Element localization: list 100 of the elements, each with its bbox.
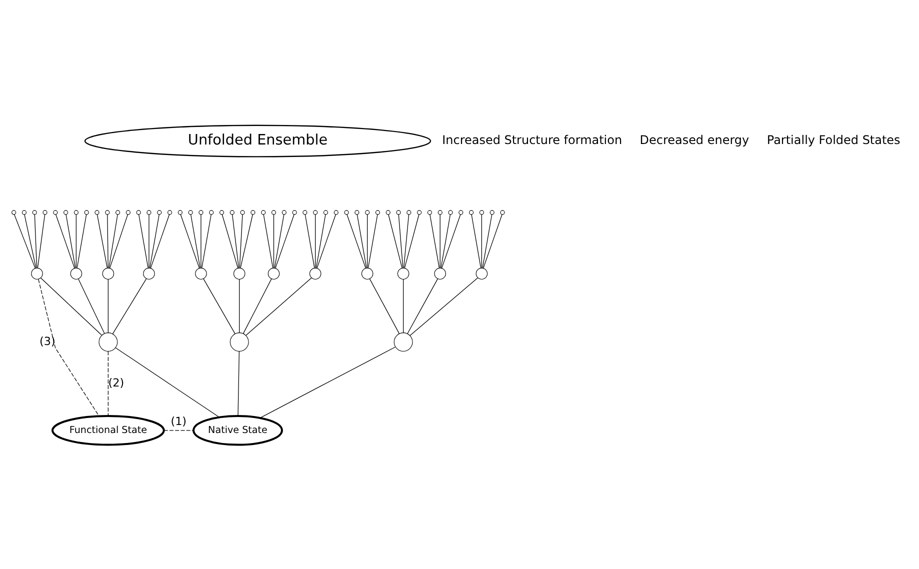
node-circle bbox=[282, 210, 286, 214]
connector bbox=[260, 346, 396, 418]
node-circle bbox=[219, 210, 224, 214]
node-circle bbox=[230, 210, 234, 214]
node-circle bbox=[64, 210, 68, 214]
node-circle bbox=[198, 210, 204, 214]
node-circle bbox=[313, 210, 318, 214]
connector bbox=[76, 214, 87, 268]
connector bbox=[109, 214, 128, 268]
node-circle bbox=[233, 267, 246, 280]
connector bbox=[315, 214, 316, 268]
node-circle bbox=[309, 267, 322, 280]
label: Decreased energy bbox=[640, 132, 750, 146]
label: Partially Folded States bbox=[766, 132, 900, 146]
connector bbox=[441, 214, 461, 268]
node-circle bbox=[143, 267, 155, 280]
connector bbox=[407, 278, 438, 334]
connector bbox=[242, 278, 272, 334]
node-circle bbox=[386, 210, 390, 214]
node-circle bbox=[394, 332, 413, 351]
node-circle bbox=[302, 210, 308, 214]
connector bbox=[483, 214, 502, 268]
connector bbox=[150, 214, 160, 268]
connector bbox=[304, 214, 315, 268]
connector bbox=[222, 214, 238, 268]
node-circle bbox=[490, 210, 494, 214]
node-circle bbox=[434, 267, 446, 280]
connector bbox=[108, 214, 118, 268]
connector bbox=[388, 214, 402, 268]
edge-label: (2) bbox=[108, 376, 124, 390]
connector bbox=[202, 214, 212, 268]
node-circle bbox=[116, 210, 120, 214]
connector bbox=[481, 214, 482, 268]
connector bbox=[112, 278, 147, 334]
node-circle bbox=[469, 210, 474, 214]
connector bbox=[138, 214, 148, 268]
connector bbox=[239, 278, 240, 333]
connector bbox=[263, 214, 274, 268]
node-circle bbox=[448, 210, 453, 214]
node-circle bbox=[344, 210, 349, 214]
node-circle bbox=[178, 210, 182, 214]
node-circle bbox=[195, 267, 207, 280]
node-circle bbox=[209, 210, 214, 214]
connector bbox=[78, 278, 105, 334]
connector bbox=[275, 214, 294, 268]
node-circle bbox=[32, 210, 37, 214]
node-circle bbox=[146, 210, 152, 214]
node-circle bbox=[168, 210, 172, 214]
node-ellipse: Native State bbox=[192, 414, 283, 446]
node-circle bbox=[53, 210, 58, 214]
connector bbox=[440, 214, 451, 268]
node-circle bbox=[70, 267, 82, 280]
connector bbox=[273, 214, 274, 268]
node-circle bbox=[397, 267, 410, 280]
node-circle bbox=[84, 210, 89, 214]
node-circle bbox=[292, 210, 297, 214]
node-circle bbox=[361, 267, 374, 280]
connector bbox=[180, 214, 200, 268]
node-circle bbox=[271, 210, 276, 214]
connector bbox=[76, 214, 77, 268]
node-circle bbox=[375, 210, 380, 214]
edge-label: (1) bbox=[170, 414, 187, 428]
node-circle bbox=[365, 210, 370, 214]
connector bbox=[37, 214, 46, 268]
connector bbox=[346, 214, 366, 268]
connector bbox=[471, 214, 482, 268]
connector bbox=[403, 278, 404, 333]
node-circle bbox=[94, 210, 100, 214]
connector bbox=[430, 214, 440, 268]
node-circle bbox=[105, 210, 110, 214]
node-circle bbox=[42, 210, 48, 214]
connector bbox=[316, 214, 326, 268]
node-ellipse: Functional State bbox=[52, 414, 165, 446]
edge-label: (3) bbox=[39, 334, 56, 348]
connector bbox=[368, 214, 378, 268]
connector bbox=[96, 214, 108, 268]
node-circle bbox=[12, 210, 16, 214]
node-circle bbox=[417, 210, 422, 214]
connector bbox=[367, 214, 368, 268]
node-circle bbox=[31, 267, 43, 280]
connector bbox=[24, 214, 36, 268]
node-circle bbox=[188, 210, 193, 214]
connector bbox=[316, 214, 336, 268]
connector bbox=[274, 214, 284, 268]
node-circle bbox=[396, 210, 401, 214]
connector bbox=[66, 214, 76, 268]
connector bbox=[410, 277, 478, 336]
node-circle bbox=[476, 267, 488, 280]
connector bbox=[107, 214, 108, 268]
node-circle bbox=[230, 332, 249, 351]
connector bbox=[34, 214, 38, 268]
node-circle bbox=[240, 210, 245, 214]
node-circle bbox=[500, 210, 505, 214]
connector bbox=[40, 277, 102, 336]
connector bbox=[356, 214, 367, 268]
connector bbox=[148, 214, 150, 268]
connector bbox=[403, 214, 410, 268]
node-circle bbox=[250, 210, 256, 214]
node-circle bbox=[334, 210, 338, 214]
node-circle bbox=[323, 210, 328, 214]
